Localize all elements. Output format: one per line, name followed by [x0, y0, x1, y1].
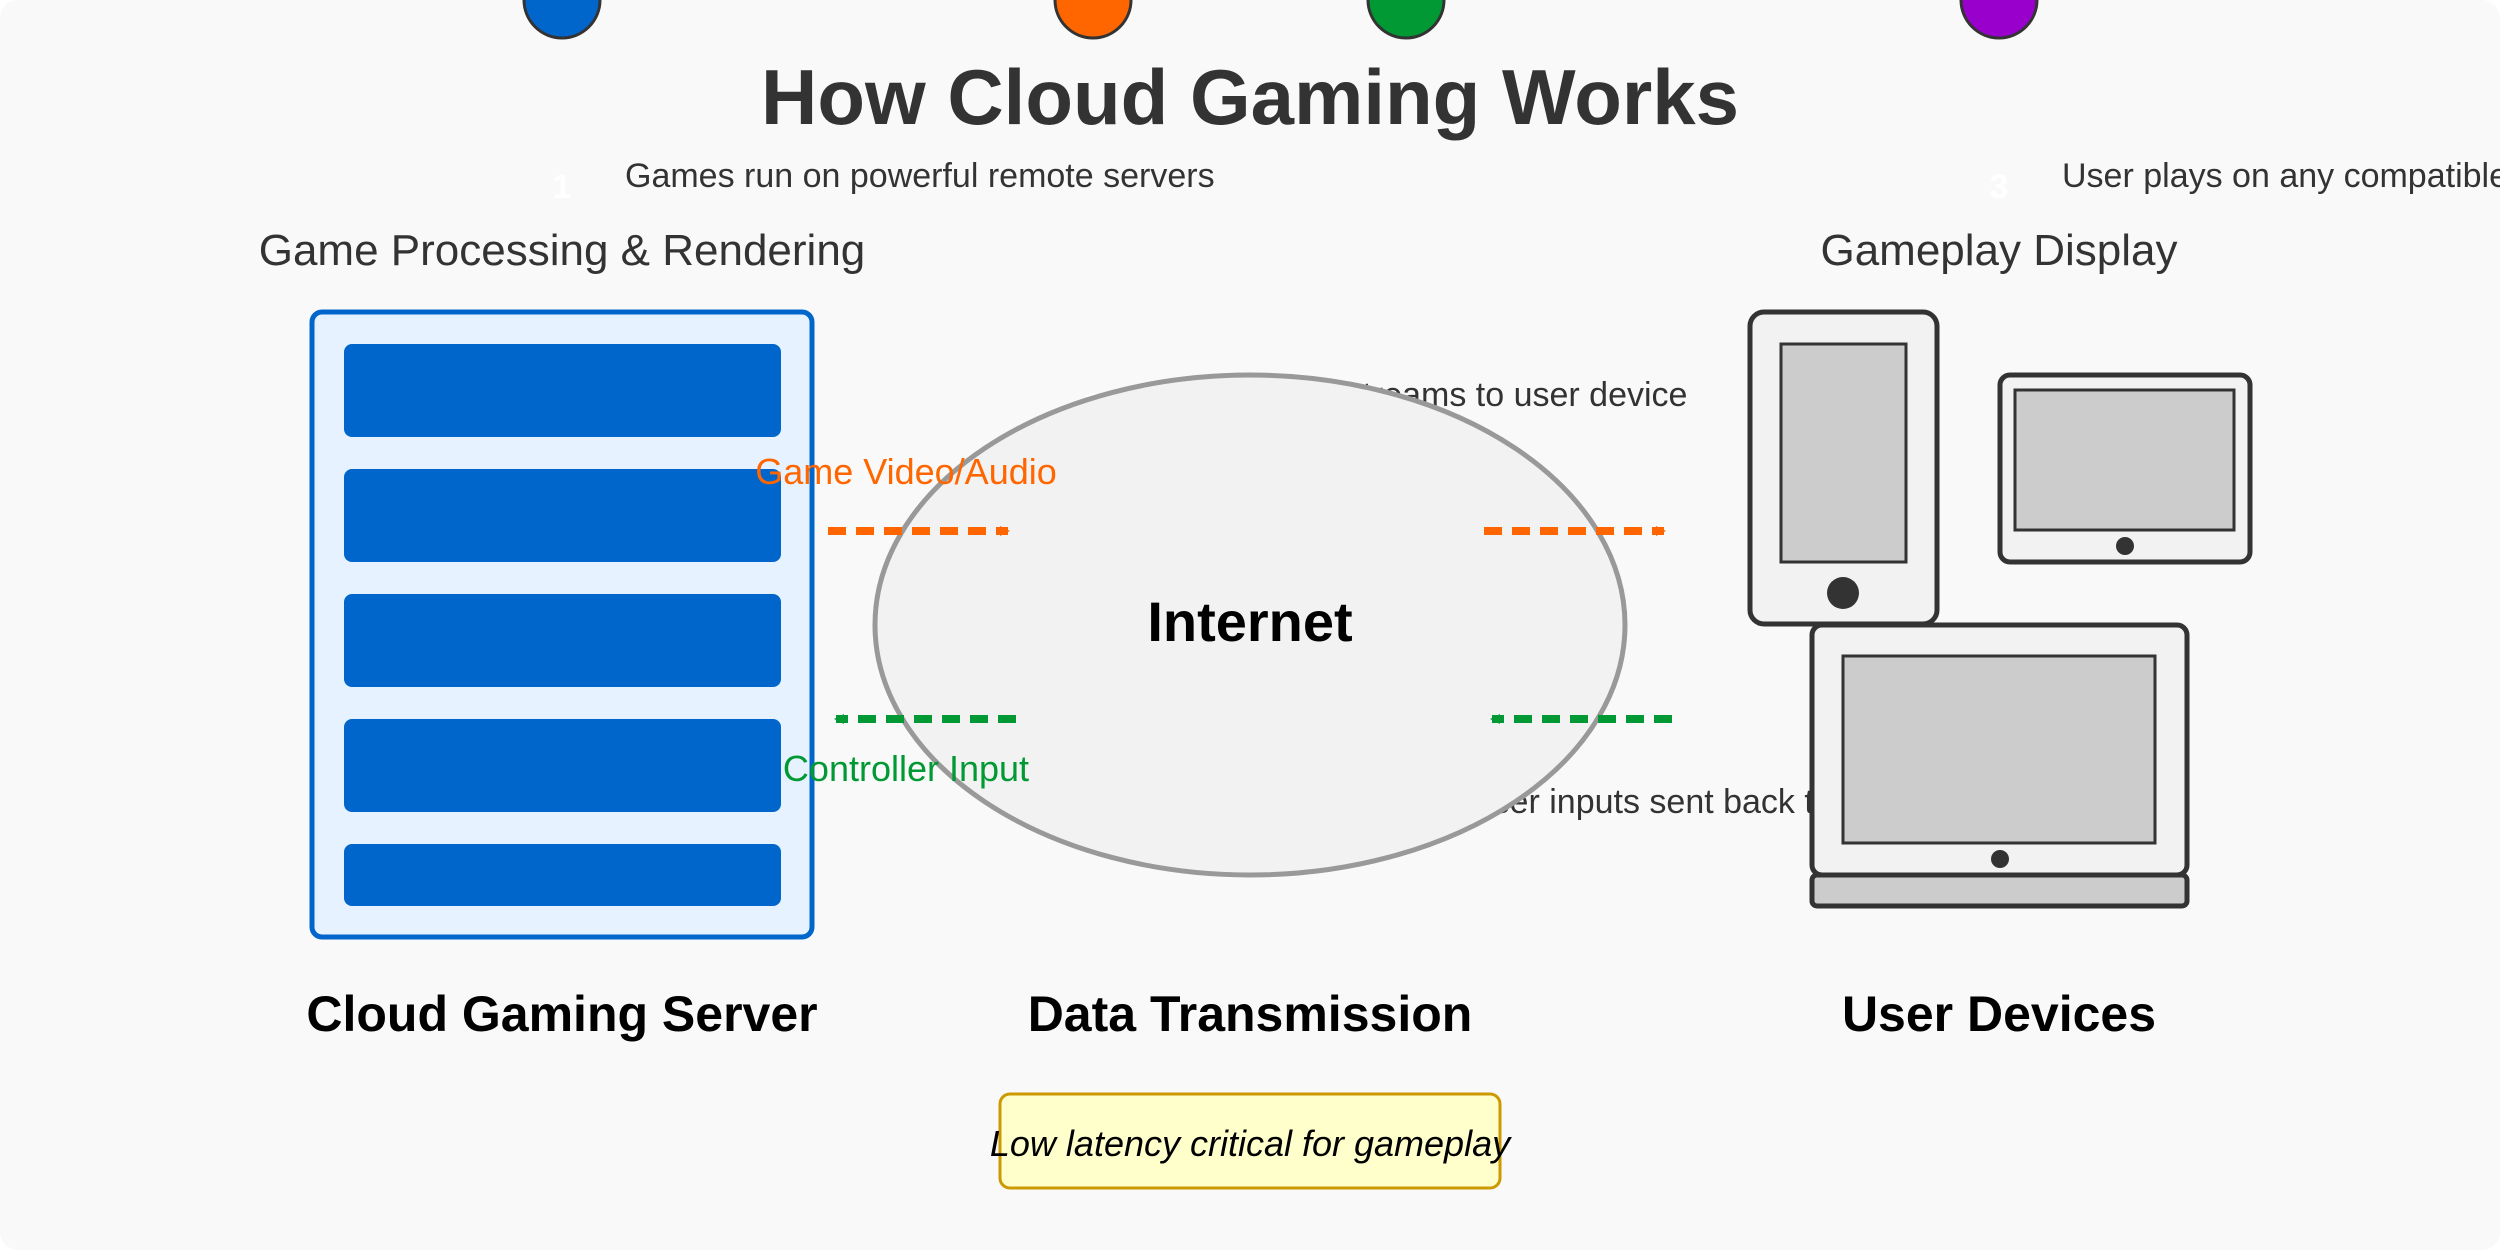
transmission-label: Data Transmission — [1028, 986, 1473, 1042]
smartphone-icon — [1747, 309, 1940, 627]
step-1-description: Games run on powerful remote servers — [625, 157, 1215, 195]
step-1-number: 1 — [553, 168, 572, 206]
server-label: Cloud Gaming Server — [306, 986, 817, 1042]
devices-label: User Devices — [1842, 986, 2156, 1042]
latency-note: Low latency critical for gameplay — [990, 1123, 1512, 1164]
devices-heading: Gameplay Display — [1820, 226, 2177, 275]
step-3-description: User plays on any compatible device — [2062, 157, 2500, 195]
latency-note-box — [998, 1092, 1502, 1190]
step-3-circle — [1366, 0, 1446, 40]
laptop-icon — [1809, 622, 2190, 909]
tablet-icon — [1997, 372, 2253, 565]
diagram-title: How Cloud Gaming Works — [761, 53, 1739, 141]
step-2-circle — [1053, 0, 1133, 40]
inbound-label: Controller Input — [783, 748, 1029, 789]
step-3-number: 3 — [1990, 168, 2009, 206]
server-rack-icon — [309, 309, 815, 940]
internet-cloud — [872, 372, 1628, 878]
internet-label: Internet — [1147, 590, 1352, 653]
outbound-label: Game Video/Audio — [755, 451, 1057, 492]
step-4-circle — [1959, 0, 2039, 40]
step-1-circle — [522, 0, 602, 40]
server-heading: Game Processing & Rendering — [259, 226, 866, 275]
